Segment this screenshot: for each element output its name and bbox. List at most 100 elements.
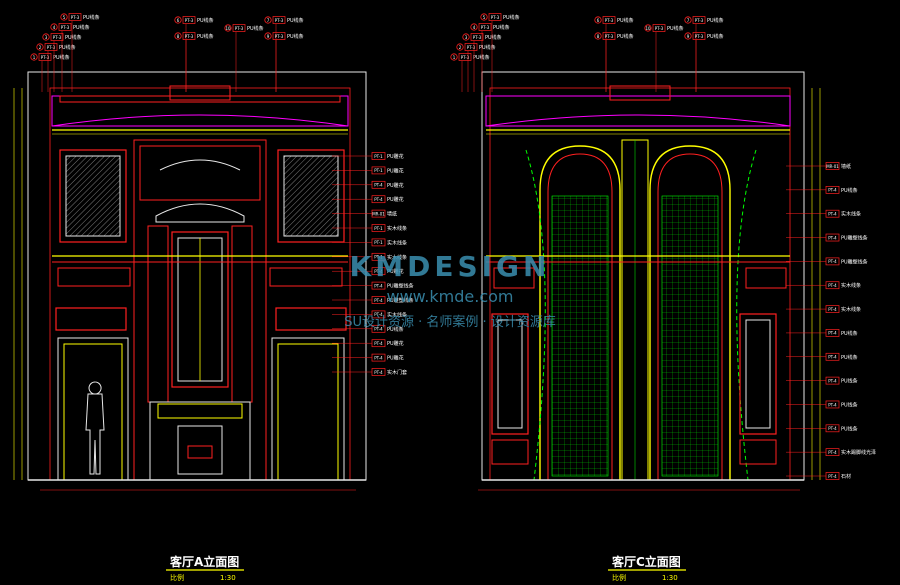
- callout-text: PU线条: [493, 24, 510, 31]
- side-callout-code: PT-4: [374, 283, 383, 288]
- side-callout-text: PU雕花: [387, 153, 404, 160]
- callout-code: PT-3: [491, 15, 500, 20]
- side-callout-tag: PT-4 PU雕花: [332, 353, 404, 362]
- callout-code: PT-3: [185, 18, 194, 23]
- callout-number: 9: [687, 34, 690, 39]
- side-callout-text: 实木线条: [841, 282, 861, 289]
- callout-code: PT-3: [71, 15, 80, 20]
- callout-text: PU线条: [617, 33, 634, 40]
- side-callout-text: PU雕花: [387, 196, 404, 203]
- callout-text: PU线条: [707, 17, 724, 24]
- callout-text: PU线条: [287, 17, 304, 24]
- side-callout-tag: PT-4 PU雕花: [332, 195, 404, 203]
- side-callout-code: PT-1: [374, 168, 383, 173]
- callout-text: PU线条: [53, 54, 70, 61]
- side-callout-text: PU雕塑线条: [387, 297, 414, 304]
- callout-code: PT-3: [275, 34, 284, 39]
- side-callout-text: 实木踢脚线光泽: [841, 449, 876, 456]
- side-callout-tag: PT-4 实木线条: [786, 209, 861, 218]
- side-callout-text: PU雕花: [387, 182, 404, 189]
- elevation-c: [478, 71, 821, 491]
- watermark-logo: KMDESIGN: [350, 250, 551, 283]
- side-callout-code: PT-4: [828, 211, 837, 216]
- side-callout-code: PT-4: [374, 312, 383, 317]
- callout-code: PT-3: [481, 25, 490, 30]
- callout-code: PT-3: [185, 34, 194, 39]
- side-callout-code: MR-01: [826, 164, 839, 169]
- callout-text: PU线条: [197, 17, 214, 24]
- callout-code: PT-3: [695, 18, 704, 23]
- drawing-title-a: 客厅A立面图: [169, 554, 239, 569]
- side-callout-text: PU雕花: [387, 355, 404, 362]
- callout-text: PU线条: [247, 25, 264, 32]
- side-callout-text: PU线条: [841, 354, 858, 361]
- side-callout-code: PT-4: [374, 327, 383, 332]
- callout-number: 2: [459, 45, 462, 50]
- side-callout-text: PU线条: [387, 326, 404, 333]
- side-callout-text: PU线条: [841, 401, 858, 408]
- side-callout-text: 实木线条: [387, 239, 407, 246]
- callout-text: PU线条: [707, 33, 724, 40]
- side-callout-text: PU线条: [841, 187, 858, 194]
- side-callout-code: PT-4: [374, 355, 383, 360]
- callout-code: PT-3: [695, 34, 704, 39]
- callout-number: 7: [687, 18, 690, 23]
- side-callout-text: 实木线条: [841, 211, 861, 218]
- side-callout-code: PT-4: [374, 197, 383, 202]
- callout-text: PU线条: [73, 24, 90, 31]
- side-callout-code: PT-4: [828, 378, 837, 383]
- callout-number: 9: [267, 34, 270, 39]
- side-callout-text: 实木线条: [387, 225, 407, 232]
- callout-number: 4: [53, 25, 56, 30]
- callout-number: 6: [177, 18, 180, 23]
- callout-text: PU线条: [479, 44, 496, 51]
- callout-text: PU线条: [197, 33, 214, 40]
- scale-value-a: 1:30: [220, 574, 236, 582]
- callout-code: PT-3: [61, 25, 70, 30]
- side-callout-text: 实木门套: [387, 369, 407, 376]
- side-callout-code: PT-4: [828, 235, 837, 240]
- side-callout-code: PT-4: [828, 450, 837, 455]
- side-callout-text: 石材: [841, 473, 851, 480]
- callout-number: 4: [473, 25, 476, 30]
- side-callout-code: PT-4: [828, 188, 837, 193]
- callout-number: 5: [63, 15, 66, 20]
- callout-number: 1: [33, 55, 36, 60]
- side-callout-text: 实木线条: [841, 306, 861, 313]
- side-callout-text: PU雕花: [387, 268, 404, 275]
- side-callout-tag: PT-4 PU线条: [332, 324, 404, 333]
- callout-code: PT-3: [275, 18, 284, 23]
- callout-number: 1: [453, 55, 456, 60]
- callout-text: PU线条: [667, 25, 684, 32]
- callout-text: PU线条: [485, 34, 502, 41]
- side-callout-code: PT-4: [828, 259, 837, 264]
- side-callout-text: 实木线条: [387, 254, 407, 261]
- watermark: KMDESIGN www.kmde.com SU设计资源 · 名师案例 · 设计…: [344, 250, 556, 330]
- side-callout-text: 墙纸: [387, 211, 397, 218]
- callout-text: PU线条: [503, 14, 520, 21]
- callout-number: 10: [225, 26, 231, 31]
- drawing-title-c: 客厅C立面图: [611, 554, 681, 569]
- callout-code: PT-3: [53, 35, 62, 40]
